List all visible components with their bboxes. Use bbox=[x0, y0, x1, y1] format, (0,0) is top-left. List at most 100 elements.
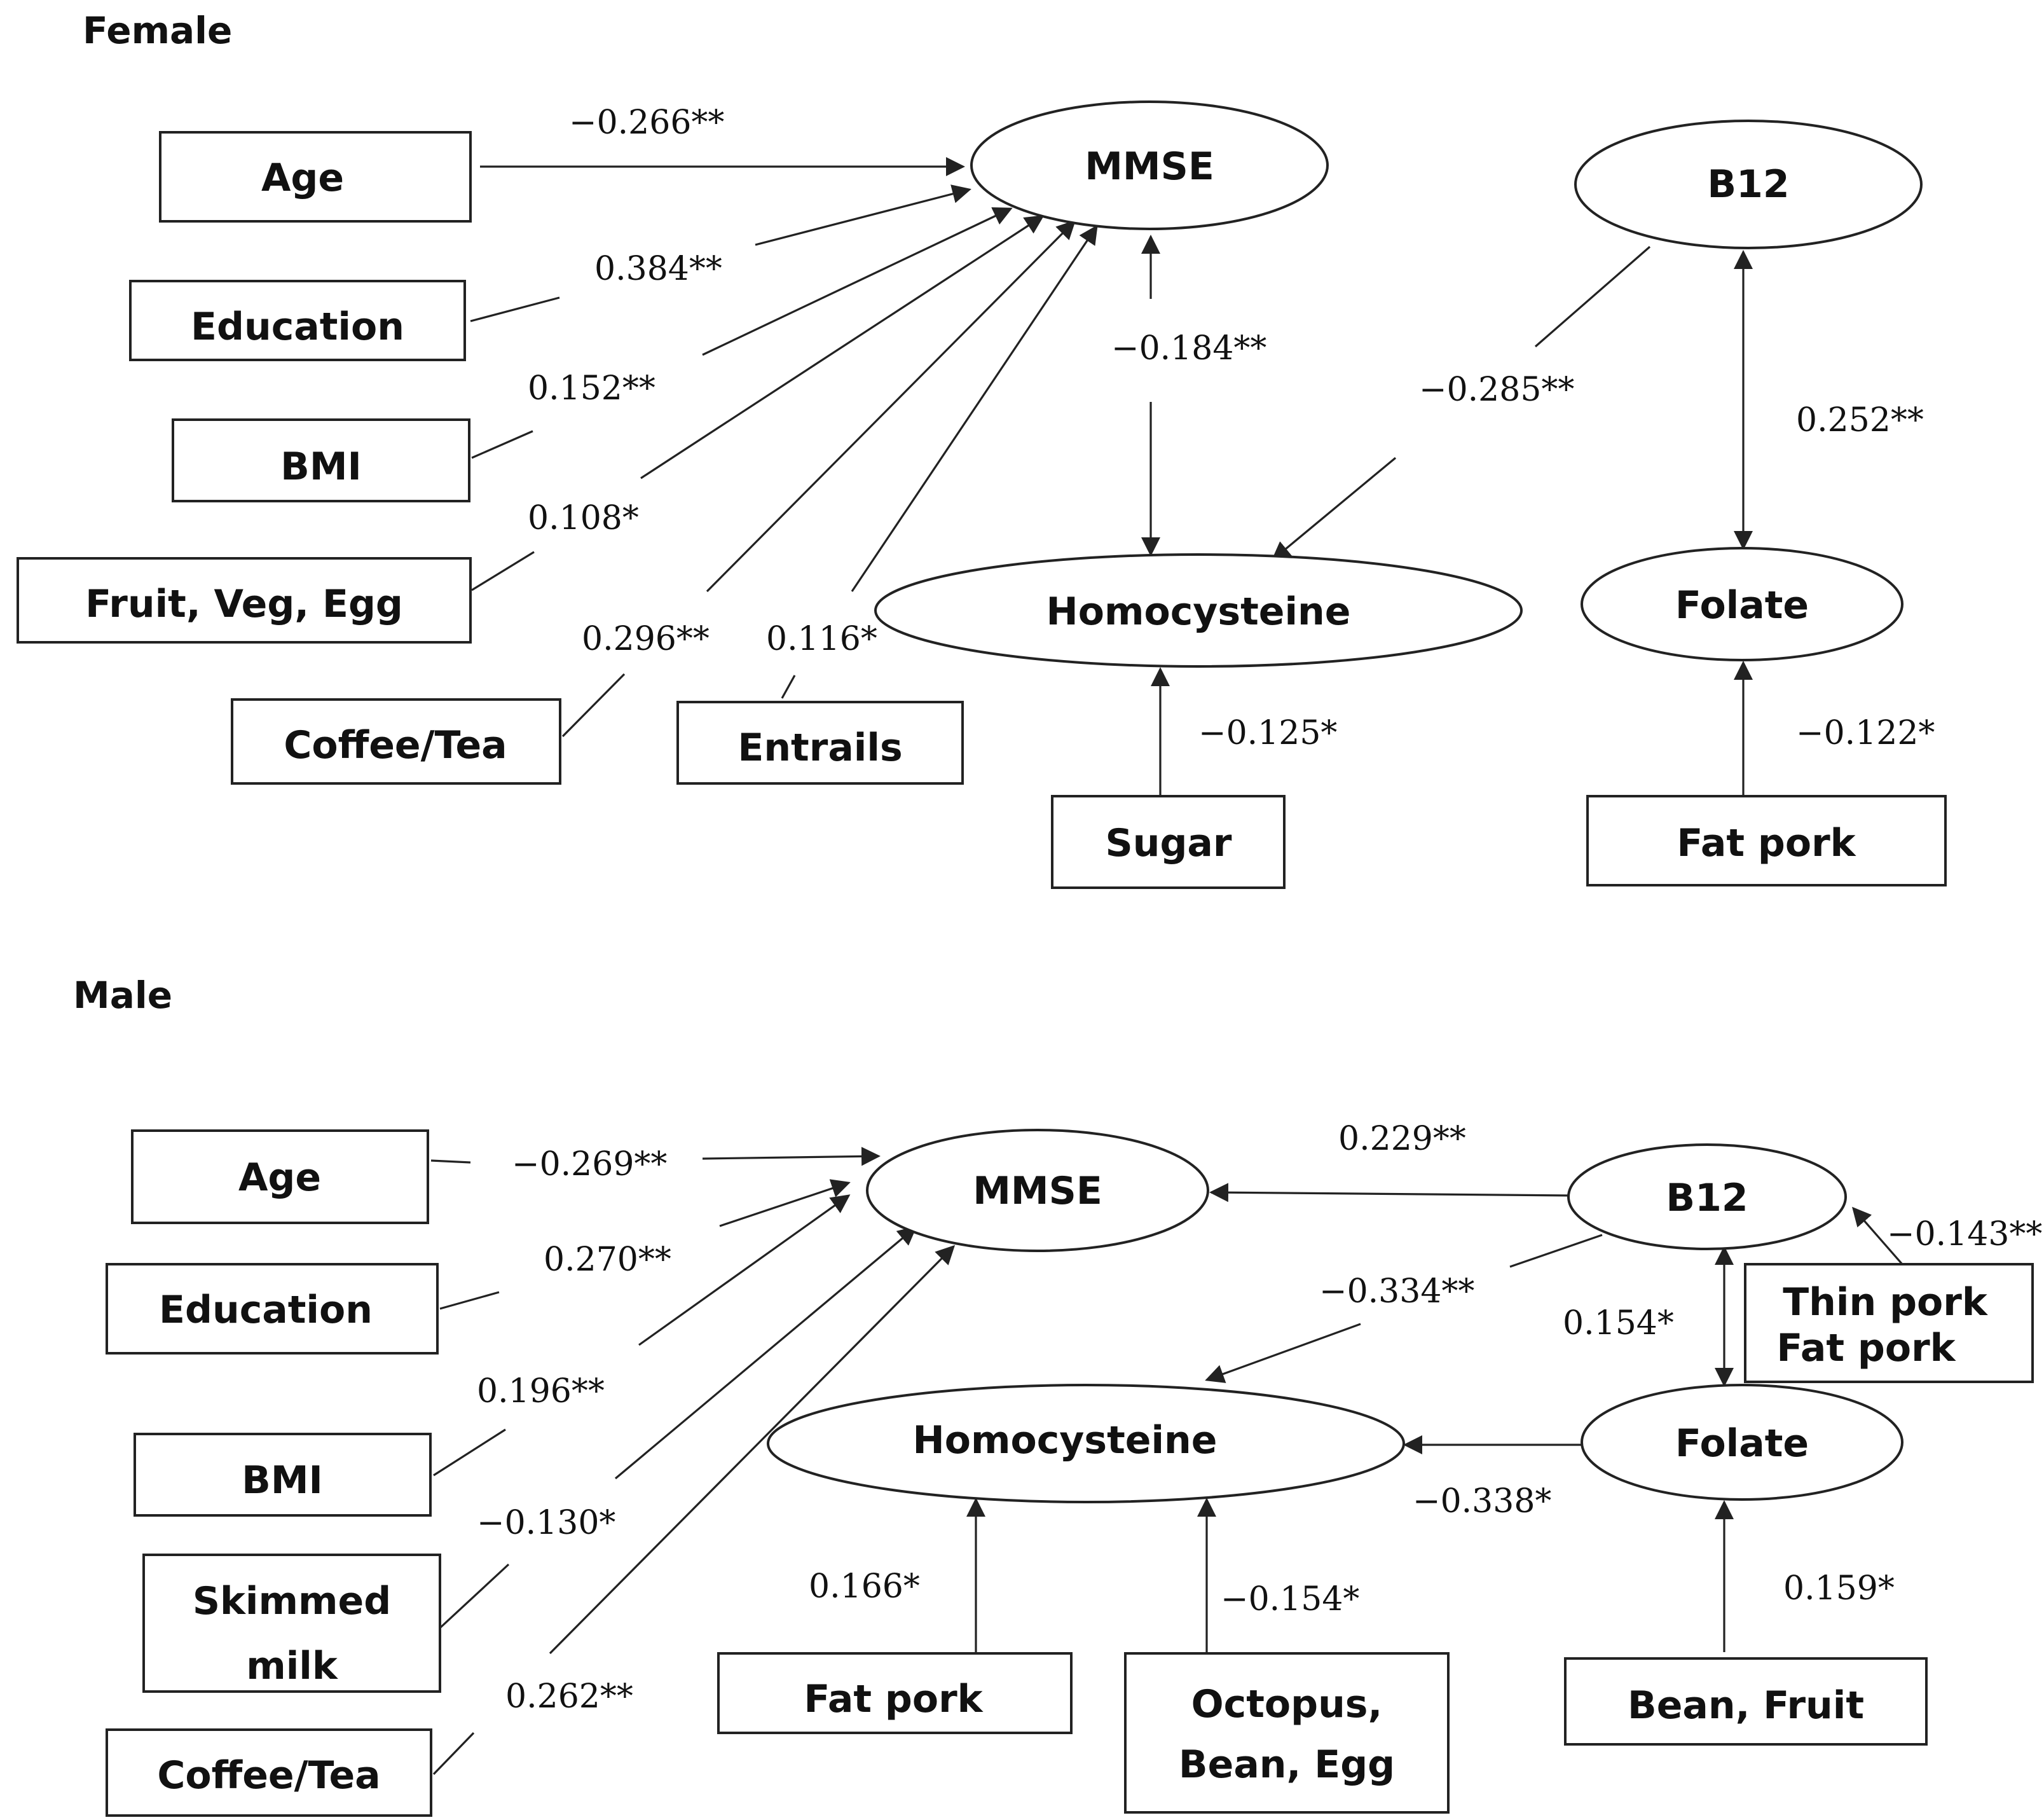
male-skimmed-milk-label-2: milk bbox=[246, 1644, 339, 1688]
female-bmi-label: BMI bbox=[280, 445, 362, 489]
path-m-bmi-mmse-a bbox=[433, 1428, 506, 1477]
female-education-label: Education bbox=[191, 305, 404, 349]
male-thin-pork-label: Thin pork bbox=[1783, 1280, 1989, 1325]
male-mmse-label: MMSE bbox=[973, 1169, 1102, 1213]
coef-m-skimmed-mmse: −0.130* bbox=[477, 1504, 615, 1542]
path-entrails-mmse-a bbox=[781, 675, 796, 699]
female-bmi-box bbox=[172, 418, 470, 502]
path-coffee-mmse-b bbox=[706, 219, 1076, 593]
male-coffee-tea-box bbox=[106, 1728, 432, 1817]
male-mmse-node bbox=[866, 1129, 1209, 1252]
coef-f-b12-homocysteine: −0.285** bbox=[1419, 371, 1574, 409]
male-bmi-box bbox=[134, 1433, 432, 1517]
male-b12-node bbox=[1567, 1143, 1847, 1250]
female-folate-label: Folate bbox=[1675, 583, 1809, 628]
male-age-box bbox=[131, 1129, 429, 1224]
path-entrails-mmse-b bbox=[851, 224, 1098, 592]
coef-m-b12-mmse: 0.229** bbox=[1338, 1120, 1466, 1158]
male-thin-fat-pork-box bbox=[1744, 1263, 2034, 1383]
path-b12-homocysteine-a bbox=[1534, 245, 1651, 348]
coef-f-fatpork-folate: −0.122* bbox=[1796, 714, 1935, 752]
female-sugar-box bbox=[1051, 795, 1286, 889]
path-coffee-mmse-a bbox=[561, 673, 626, 738]
male-title: Male bbox=[73, 974, 172, 1017]
male-b12-label: B12 bbox=[1666, 1176, 1748, 1220]
coef-m-b12-folate: 0.154* bbox=[1563, 1304, 1674, 1342]
path-education-mmse-b bbox=[755, 184, 971, 246]
male-bean-fruit-label: Bean, Fruit bbox=[1628, 1683, 1864, 1728]
female-entrails-box bbox=[676, 701, 964, 785]
female-age-label: Age bbox=[261, 156, 344, 200]
male-octopus-label-1: Octopus, bbox=[1191, 1682, 1383, 1727]
female-paths bbox=[470, 157, 1753, 795]
male-skimmed-milk-label-1: Skimmed bbox=[193, 1579, 391, 1624]
female-title: Female bbox=[83, 9, 232, 52]
male-folate-node bbox=[1581, 1384, 1903, 1501]
path-education-mmse-a bbox=[470, 296, 560, 322]
female-b12-node bbox=[1574, 120, 1923, 249]
path-m-education-mmse-low bbox=[439, 1291, 500, 1310]
coef-m-folate-homocysteine: −0.338* bbox=[1413, 1482, 1551, 1520]
female-entrails-label: Entrails bbox=[737, 726, 902, 770]
path-fruit-mmse-a bbox=[471, 551, 535, 591]
female-homocysteine-label: Homocysteine bbox=[1046, 589, 1351, 634]
path-m-skimmed-mmse-b bbox=[614, 1226, 917, 1480]
coef-m-age-mmse: −0.269** bbox=[512, 1145, 667, 1183]
coef-f-coffee-mmse: 0.296** bbox=[582, 620, 710, 658]
coef-m-education-mmse: 0.270** bbox=[544, 1241, 671, 1279]
male-paths bbox=[430, 1147, 1903, 1775]
coef-m-bmi-mmse: 0.196** bbox=[477, 1372, 605, 1410]
male-octopus-box bbox=[1124, 1652, 1450, 1814]
path-m-age-mmse-a bbox=[430, 1159, 471, 1164]
female-fruit-veg-egg-label: Fruit, Veg, Egg bbox=[85, 582, 403, 626]
male-fatpork-box bbox=[717, 1652, 1073, 1734]
coef-f-age-mmse: −0.266** bbox=[569, 104, 724, 142]
path-m-pork-b12 bbox=[1852, 1206, 1903, 1265]
coef-m-fatpork-homocysteine: 0.166* bbox=[809, 1568, 920, 1606]
male-bean-fruit-box bbox=[1564, 1657, 1928, 1746]
path-fruit-mmse-b bbox=[640, 215, 1045, 479]
path-m-b12-homocysteine-b bbox=[1205, 1323, 1361, 1383]
coef-m-coffee-mmse: 0.262** bbox=[505, 1678, 633, 1716]
male-folate-label: Folate bbox=[1675, 1421, 1809, 1466]
path-m-bmi-mmse-b bbox=[638, 1194, 851, 1346]
female-folate-node bbox=[1581, 547, 1903, 661]
coef-f-fruit-mmse: 0.108* bbox=[528, 499, 639, 537]
coef-f-entrails-mmse: 0.116* bbox=[766, 620, 877, 658]
path-m-coffee-mmse-a bbox=[432, 1732, 475, 1775]
female-mmse-node bbox=[970, 100, 1329, 230]
male-homocysteine-node bbox=[767, 1384, 1405, 1503]
path-b12-homocysteine-b bbox=[1271, 457, 1397, 561]
male-education-box bbox=[106, 1263, 439, 1355]
female-fruit-veg-egg-box bbox=[17, 557, 472, 644]
path-m-education-mmse bbox=[719, 1179, 851, 1227]
female-b12-label: B12 bbox=[1707, 162, 1789, 207]
male-homocysteine-label: Homocysteine bbox=[913, 1418, 1217, 1463]
female-coffee-tea-box bbox=[231, 698, 561, 785]
coef-m-beanfruit-folate: 0.159* bbox=[1783, 1569, 1895, 1608]
male-coffee-tea-label: Coffee/Tea bbox=[157, 1753, 380, 1798]
male-bmi-label: BMI bbox=[242, 1458, 323, 1503]
female-education-box bbox=[129, 280, 466, 361]
female-fatpork-label: Fat pork bbox=[1677, 821, 1856, 865]
female-sugar-label: Sugar bbox=[1106, 821, 1232, 865]
male-age-label: Age bbox=[238, 1155, 321, 1200]
male-panel: Male Age Education BM bbox=[73, 974, 2042, 1817]
female-homocysteine-node bbox=[874, 553, 1523, 668]
coef-f-bmi-mmse: 0.152** bbox=[528, 369, 655, 408]
male-education-label: Education bbox=[159, 1288, 373, 1332]
coef-f-sugar-homocysteine: −0.125* bbox=[1198, 714, 1337, 752]
coef-f-mmse-homocysteine: −0.184** bbox=[1111, 329, 1266, 368]
coef-m-b12-homocysteine: −0.334** bbox=[1319, 1272, 1474, 1311]
coef-f-b12-folate: 0.252** bbox=[1796, 401, 1924, 439]
coef-f-education-mmse: 0.384** bbox=[594, 250, 722, 288]
female-fatpork-box bbox=[1586, 795, 1947, 886]
female-mmse-label: MMSE bbox=[1085, 144, 1214, 189]
path-m-coffee-mmse-b bbox=[549, 1244, 956, 1655]
path-m-skimmed-mmse-a bbox=[439, 1563, 510, 1629]
female-age-box bbox=[159, 131, 472, 223]
path-m-age-mmse-b bbox=[702, 1147, 881, 1166]
male-octopus-label-2: Bean, Egg bbox=[1179, 1742, 1395, 1787]
male-skimmed-milk-box bbox=[142, 1554, 441, 1693]
